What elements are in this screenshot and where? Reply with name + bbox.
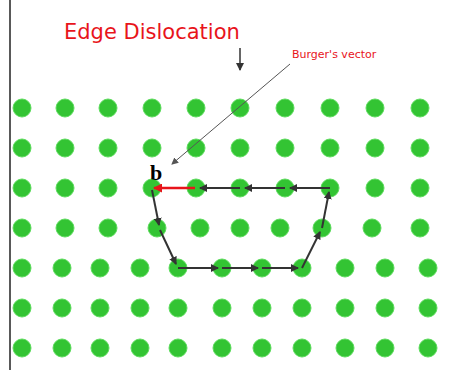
atom-dot xyxy=(56,179,74,197)
atom-dot xyxy=(411,219,429,237)
atom-dot xyxy=(148,219,166,237)
atom-dot xyxy=(293,299,311,317)
atom-dot xyxy=(321,99,339,117)
leader-line xyxy=(172,64,290,164)
atom-dot xyxy=(376,339,394,357)
atom-dot xyxy=(13,219,31,237)
atom-dot xyxy=(231,139,249,157)
atom-dot xyxy=(213,339,231,357)
atom-dot xyxy=(169,339,187,357)
atom-dot xyxy=(336,299,354,317)
atom-dot xyxy=(276,139,294,157)
atom-dot xyxy=(411,139,429,157)
atom-dot xyxy=(321,139,339,157)
atom-dot xyxy=(419,339,437,357)
atom-dot xyxy=(56,139,74,157)
atom-dot xyxy=(13,99,31,117)
atom-dot xyxy=(376,299,394,317)
atom-dot xyxy=(91,259,109,277)
atom-dot xyxy=(99,99,117,117)
atom-dot xyxy=(336,259,354,277)
vector-symbol: b xyxy=(150,160,162,186)
atom-dot xyxy=(13,139,31,157)
atom-dot xyxy=(131,259,149,277)
atom-dot xyxy=(276,99,294,117)
frame-line xyxy=(9,0,11,370)
atom-dot xyxy=(366,99,384,117)
atom-dot xyxy=(191,219,209,237)
atom-dot xyxy=(56,99,74,117)
atom-dot xyxy=(231,99,249,117)
atom-dot xyxy=(271,219,289,237)
atom-dot xyxy=(13,179,31,197)
atom-dot xyxy=(13,259,31,277)
atom-dot xyxy=(363,219,381,237)
atom-dot xyxy=(213,299,231,317)
burgers-vector-arrow xyxy=(154,187,195,190)
atom-dot xyxy=(99,179,117,197)
diagram-title: Edge Dislocation xyxy=(64,20,240,44)
atom-dot xyxy=(187,99,205,117)
atom-dot xyxy=(366,179,384,197)
atom-dot xyxy=(187,139,205,157)
atom-dot xyxy=(411,179,429,197)
atom-dot xyxy=(419,299,437,317)
atom-dot xyxy=(13,299,31,317)
atom-dot xyxy=(293,339,311,357)
atom-dot xyxy=(143,139,161,157)
atom-dot xyxy=(411,99,429,117)
atom-dot xyxy=(56,219,74,237)
callout-label: Burger's vector xyxy=(292,48,376,61)
atom-dot xyxy=(131,339,149,357)
atom-dot xyxy=(53,339,71,357)
atom-dot xyxy=(53,299,71,317)
atom-dot xyxy=(336,339,354,357)
dislocation-pointer xyxy=(239,48,241,70)
atom-dot xyxy=(143,99,161,117)
atom-dot xyxy=(253,299,271,317)
atom-dot xyxy=(231,219,249,237)
atom-dot xyxy=(91,339,109,357)
atom-dot xyxy=(169,299,187,317)
atom-dot xyxy=(99,139,117,157)
atom-dot xyxy=(366,139,384,157)
atom-dot xyxy=(131,299,149,317)
atom-dot xyxy=(253,339,271,357)
atom-dot xyxy=(99,219,117,237)
atom-dot xyxy=(419,259,437,277)
atom-dot xyxy=(376,259,394,277)
atom-dot xyxy=(53,259,71,277)
atom-dot xyxy=(13,339,31,357)
burgers-circuit xyxy=(152,188,330,268)
atom-dot xyxy=(91,299,109,317)
